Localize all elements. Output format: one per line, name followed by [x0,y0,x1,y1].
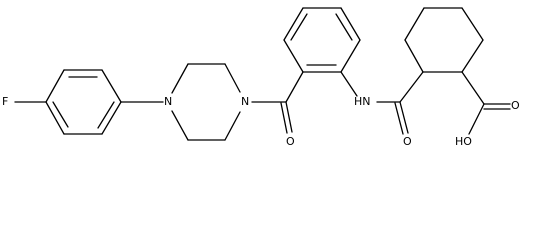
amide-oxygen-label: O [403,135,412,148]
cyclohexane-ring [404,7,484,73]
fluorine-atom-label: F [2,95,8,108]
aryl-nh-bond [340,71,358,97]
carboxyl-carbonyl [483,103,511,110]
carbonyl-aryl-bond [285,71,304,103]
ketone-carbonyl [280,101,293,134]
carboxyl-oxygen-label: O [511,99,520,112]
fluorophenyl-ring [45,69,122,135]
carboxyl-oh-label: HO [455,135,472,148]
piperazine-n4-label: N [241,95,249,108]
ketone-oxygen-label: O [286,135,295,148]
ring-carboxyl-bond [461,71,485,105]
carboxyl-oh-bond [468,103,485,135]
piperazine-n1-label: N [164,95,172,108]
benzene-ring [283,7,361,73]
amide-nh-label: HN [354,95,371,108]
amide-carbonyl [394,101,409,135]
carbonyl-ring-bond [399,71,424,103]
molecule-structure-drawing: F N N O HN O HO O [2,7,520,148]
piperazine-ring [171,63,241,141]
